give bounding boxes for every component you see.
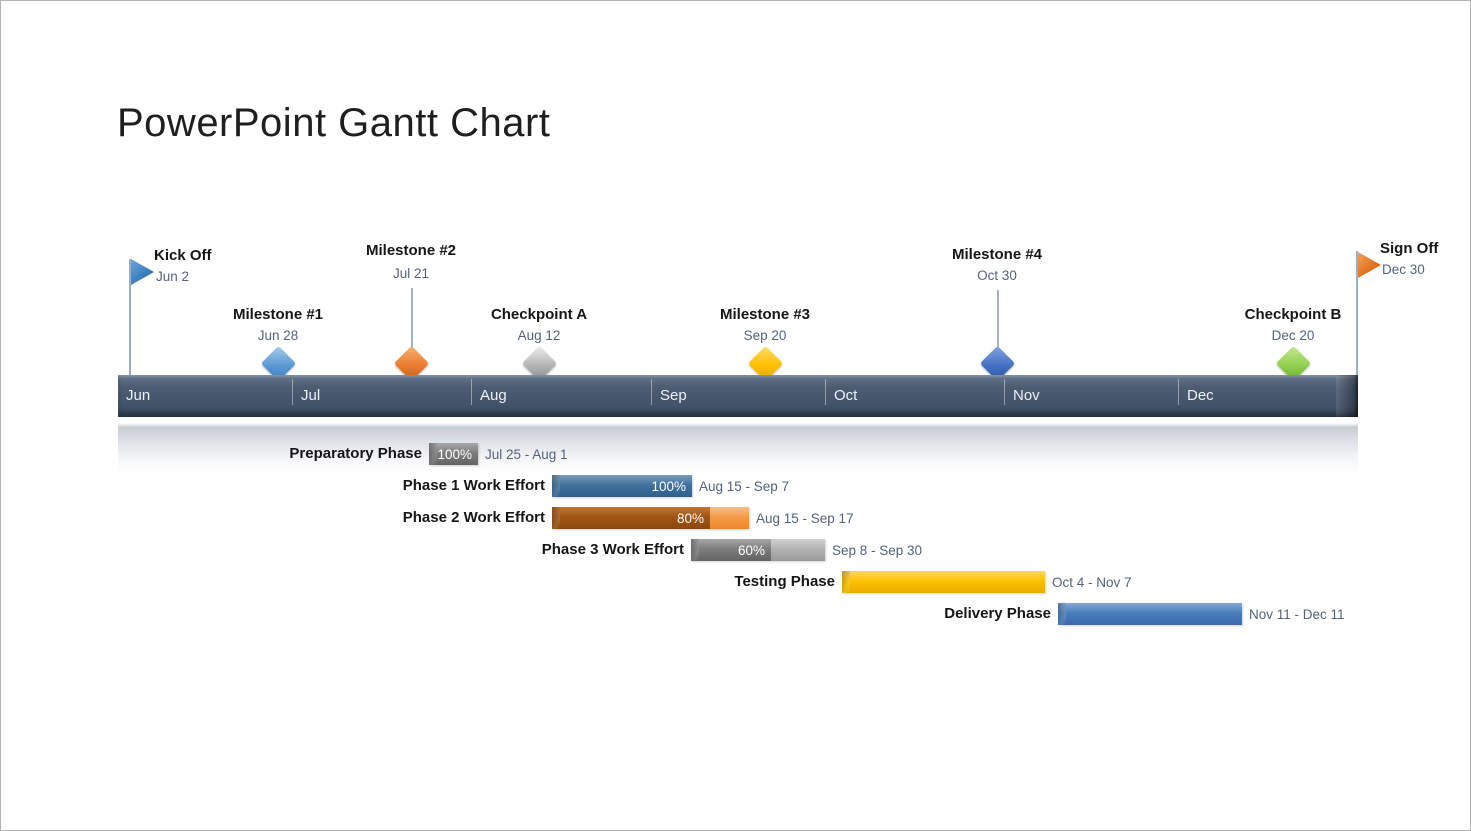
milestone-date: Aug 12 bbox=[517, 328, 561, 343]
milestone-date: Jun 28 bbox=[257, 328, 299, 343]
task-percent: 100% bbox=[437, 446, 472, 462]
task-label: Phase 1 Work Effort bbox=[402, 477, 545, 494]
milestone-date: Sep 20 bbox=[743, 328, 787, 343]
month-divider bbox=[1178, 379, 1179, 405]
milestone-label: Milestone #1 bbox=[232, 306, 324, 323]
timeline-month-aug: Aug bbox=[480, 387, 507, 404]
timeline-bar: Jun Jul Aug Sep Oct Nov Dec bbox=[118, 375, 1358, 417]
connector-line bbox=[411, 288, 413, 350]
task-progress-remaining bbox=[710, 507, 749, 529]
timeline-month-jul: Jul bbox=[301, 387, 321, 404]
task-label: Phase 2 Work Effort bbox=[402, 509, 545, 526]
milestone-date: Dec 20 bbox=[1271, 328, 1315, 343]
month-divider bbox=[471, 379, 472, 405]
task-progress-fill bbox=[1058, 603, 1242, 625]
task-label: Delivery Phase bbox=[944, 605, 1051, 622]
task-progress-remaining bbox=[771, 539, 825, 561]
task-bar: 100% bbox=[429, 443, 478, 465]
task-bar: 80% bbox=[552, 507, 749, 529]
milestone-label: Milestone #4 bbox=[951, 246, 1043, 263]
milestone-date: Jul 21 bbox=[392, 266, 430, 281]
task-percent: 100% bbox=[651, 478, 686, 494]
timeline-reflection bbox=[118, 420, 1358, 472]
task-label: Preparatory Phase bbox=[289, 445, 422, 462]
timeline-month-sep: Sep bbox=[660, 387, 687, 404]
milestone-date: Oct 30 bbox=[977, 268, 1017, 283]
task-dates: Sep 8 - Sep 30 bbox=[832, 543, 923, 558]
milestone-label: Kick Off bbox=[154, 247, 212, 264]
task-progress-fill bbox=[842, 571, 1045, 593]
milestone-date: Dec 30 bbox=[1382, 262, 1425, 277]
task-label: Phase 3 Work Effort bbox=[541, 541, 684, 558]
timeline-month-nov: Nov bbox=[1013, 387, 1040, 404]
milestone-label: Milestone #2 bbox=[365, 242, 457, 259]
task-bar bbox=[1058, 603, 1242, 625]
flag-icon bbox=[1358, 252, 1381, 278]
task-label: Testing Phase bbox=[734, 573, 835, 590]
flag-icon bbox=[131, 259, 154, 285]
month-divider bbox=[1004, 379, 1005, 405]
timeline-month-dec: Dec bbox=[1187, 387, 1214, 404]
task-percent: 80% bbox=[676, 510, 704, 526]
task-dates: Jul 25 - Aug 1 bbox=[485, 447, 568, 462]
task-percent: 60% bbox=[737, 542, 765, 558]
timeline-month-jun: Jun bbox=[126, 387, 151, 404]
task-dates: Nov 11 - Dec 11 bbox=[1249, 607, 1345, 622]
timeline-month-oct: Oct bbox=[834, 387, 858, 404]
month-divider bbox=[651, 379, 652, 405]
page-title: PowerPoint Gantt Chart bbox=[117, 101, 551, 145]
task-bar bbox=[842, 571, 1045, 593]
month-divider bbox=[825, 379, 826, 405]
month-divider bbox=[292, 379, 293, 405]
flag-pole bbox=[1356, 251, 1358, 375]
task-progress-fill: 100% bbox=[552, 475, 692, 497]
connector-line bbox=[997, 290, 999, 350]
timeline-bar-end-bevel bbox=[1336, 375, 1358, 417]
milestone-label: Checkpoint A bbox=[490, 306, 588, 323]
milestone-date: Jun 2 bbox=[156, 269, 190, 284]
task-dates: Aug 15 - Sep 7 bbox=[699, 479, 790, 494]
task-bar: 60% bbox=[691, 539, 825, 561]
task-dates: Aug 15 - Sep 17 bbox=[756, 511, 854, 526]
task-bar: 100% bbox=[552, 475, 692, 497]
milestone-label: Checkpoint B bbox=[1244, 306, 1342, 323]
task-progress-fill: 100% bbox=[429, 443, 478, 465]
flag-pole bbox=[129, 259, 131, 376]
task-progress-fill: 60% bbox=[691, 539, 771, 561]
task-progress-fill: 80% bbox=[552, 507, 710, 529]
milestone-label: Sign Off bbox=[1380, 240, 1439, 257]
milestone-label: Milestone #3 bbox=[719, 306, 811, 323]
task-dates: Oct 4 - Nov 7 bbox=[1052, 575, 1132, 590]
